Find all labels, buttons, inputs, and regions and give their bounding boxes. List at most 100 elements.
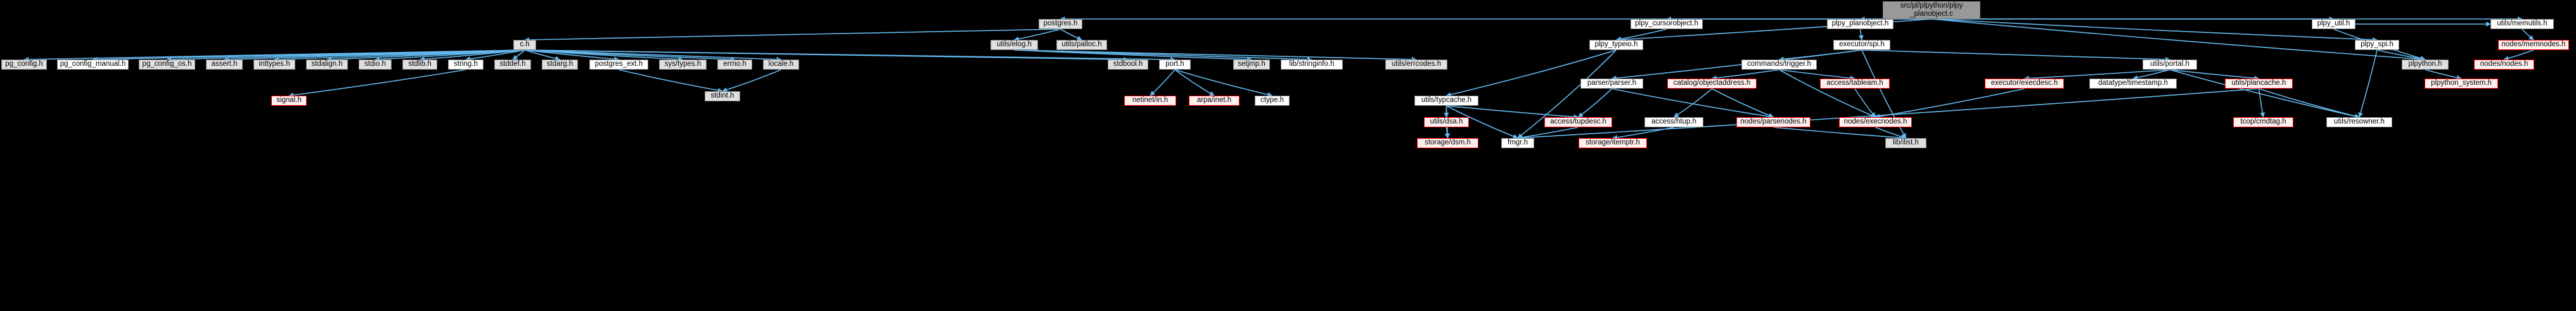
graph-node[interactable]: stdint.h bbox=[705, 91, 740, 101]
graph-edge bbox=[1875, 127, 1907, 139]
graph-node[interactable]: plpy_typeio.h bbox=[1589, 40, 1643, 50]
graph-edge bbox=[524, 49, 684, 62]
graph-edge bbox=[465, 49, 525, 61]
graph-node[interactable]: lib/ilist.h bbox=[1885, 138, 1926, 148]
graph-node[interactable]: setjmp.h bbox=[1233, 60, 1270, 70]
graph-node[interactable]: utils/elog.h bbox=[990, 40, 1038, 50]
graph-node[interactable]: fmgr.h bbox=[1501, 138, 1534, 148]
graph-node[interactable]: signal.h bbox=[271, 96, 307, 106]
graph-node[interactable]: catalog/objectaddress.h bbox=[1667, 79, 1757, 89]
graph-node[interactable]: datatype/timestamp.h bbox=[2089, 79, 2177, 89]
graph-edge bbox=[1854, 88, 1876, 118]
graph-node[interactable]: nodes/nodes.h bbox=[2474, 60, 2534, 70]
graph-edge bbox=[524, 49, 1176, 62]
graph-edge bbox=[1612, 88, 1774, 119]
graph-edge bbox=[1445, 49, 1617, 98]
graph-node[interactable]: assert.h bbox=[206, 60, 243, 70]
graph-node[interactable]: utils/memutils.h bbox=[2490, 19, 2554, 29]
graph-node[interactable]: arpa/inet.h bbox=[1189, 96, 1240, 106]
graph-edge bbox=[1013, 29, 1061, 42]
graph-node[interactable]: utils/plancache.h bbox=[2225, 79, 2293, 89]
graph-edge bbox=[2425, 69, 2462, 80]
graph-edge bbox=[1778, 49, 1862, 62]
graph-edge bbox=[1673, 88, 1713, 118]
graph-node[interactable]: plpython.h bbox=[2402, 60, 2449, 70]
graph-node[interactable]: port.h bbox=[1159, 60, 1191, 70]
graph-edge bbox=[524, 29, 1061, 42]
graph-edge bbox=[419, 49, 525, 62]
graph-node[interactable]: pg_config_manual.h bbox=[57, 60, 129, 70]
graph-edge bbox=[722, 69, 781, 92]
graph-edge bbox=[166, 49, 525, 62]
graph-node[interactable]: utils/portal.h bbox=[2143, 60, 2197, 70]
graph-edge bbox=[2258, 88, 2265, 118]
graph-node[interactable]: commands/trigger.h bbox=[1741, 60, 1817, 70]
graph-node[interactable]: utils/errcodes.h bbox=[1385, 60, 1447, 70]
graph-edge bbox=[1858, 29, 1864, 41]
graph-edge bbox=[1779, 69, 1876, 118]
graph-edge bbox=[524, 49, 561, 61]
graph-edge bbox=[1611, 49, 1862, 81]
graph-node[interactable]: tcop/cmdtag.h bbox=[2233, 117, 2293, 127]
graph-edge bbox=[92, 49, 525, 62]
graph-node[interactable]: utils/resowner.h bbox=[2326, 117, 2392, 127]
graph-edge bbox=[1014, 49, 1252, 62]
graph-node[interactable]: pg_config_os.h bbox=[139, 60, 195, 70]
graph-node[interactable]: parser/parser.h bbox=[1580, 79, 1643, 89]
graph-node[interactable]: plpy_planobject.h bbox=[1827, 19, 1894, 29]
graph-node[interactable]: access/tupdesc.h bbox=[1544, 117, 1612, 127]
graph-node[interactable]: nodes/memnodes.h bbox=[2498, 40, 2569, 50]
graph-node[interactable]: stdarg.h bbox=[542, 60, 578, 70]
graph-edge bbox=[375, 49, 525, 62]
graph-node[interactable]: stddef.h bbox=[494, 60, 531, 70]
graph-node[interactable]: utils/palloc.h bbox=[1056, 40, 1107, 50]
graph-node[interactable]: postgres_ext.h bbox=[589, 60, 648, 70]
graph-node[interactable]: utils/dsa.h bbox=[1424, 117, 1469, 127]
graph-node[interactable]: stdalign.h bbox=[306, 60, 348, 70]
graph-node[interactable]: access/tableam.h bbox=[1820, 79, 1890, 89]
graph-edge bbox=[1444, 127, 1450, 139]
graph-edge bbox=[1615, 29, 1667, 42]
graph-edge bbox=[618, 69, 723, 93]
graph-node[interactable]: plpy_spi.h bbox=[2355, 40, 2399, 50]
graph-node[interactable]: executor/spi.h bbox=[1833, 40, 1890, 50]
graph-node[interactable]: storage/itemptr.h bbox=[1579, 138, 1647, 148]
graph-edge bbox=[2503, 49, 2534, 61]
graph-node[interactable]: stdio.h bbox=[359, 60, 392, 70]
graph-node[interactable]: plpy_util.h bbox=[2312, 19, 2355, 29]
graph-node[interactable]: nodes/parsenodes.h bbox=[1736, 117, 1810, 127]
graph-edge bbox=[1150, 69, 1176, 96]
graph-edge bbox=[524, 49, 1129, 62]
graph-node[interactable]: access/htup.h bbox=[1644, 117, 1703, 127]
graph-node[interactable]: sys/types.h bbox=[659, 60, 707, 70]
graph-node[interactable]: string.h bbox=[448, 60, 484, 70]
graph-edge bbox=[1577, 88, 1613, 118]
graph-node[interactable]: executor/execdesc.h bbox=[1985, 79, 2064, 89]
graph-node[interactable]: ctype.h bbox=[1255, 96, 1290, 106]
graph-node[interactable]: nodes/execnodes.h bbox=[1839, 117, 1912, 127]
graph-node[interactable]: utils/typcache.h bbox=[1414, 96, 1478, 106]
graph-node[interactable]: errno.h bbox=[717, 60, 752, 70]
graph-node[interactable]: postgres.h bbox=[1039, 19, 1082, 29]
graph-node[interactable]: plpython_system.h bbox=[2425, 79, 2498, 89]
graph-edge bbox=[1014, 49, 1417, 62]
graph-node[interactable]: stdlib.h bbox=[402, 60, 437, 70]
graph-edge bbox=[1517, 88, 2259, 141]
graph-root-node[interactable]: src/pl/plpython/plpy _planobject.c bbox=[1883, 1, 1980, 19]
graph-node[interactable]: stdbool.h bbox=[1108, 60, 1148, 70]
graph-node[interactable]: netinet/in.h bbox=[1124, 96, 1176, 106]
graph-node[interactable]: c.h bbox=[513, 40, 536, 50]
graph-edge bbox=[1174, 69, 1273, 98]
graph-edge bbox=[1861, 49, 2170, 62]
graph-edge bbox=[2522, 29, 2534, 41]
graph-node[interactable]: lib/stringinfo.h bbox=[1281, 60, 1343, 70]
graph-node[interactable]: pg_config.h bbox=[1, 60, 47, 70]
graph-node[interactable]: storage/dsm.h bbox=[1417, 138, 1478, 148]
graph-node[interactable]: plpy_cursorobject.h bbox=[1631, 19, 1703, 29]
graph-edge bbox=[1446, 105, 1579, 120]
graph-edge bbox=[1711, 69, 1779, 81]
graph-edge bbox=[2023, 69, 2170, 81]
graph-node[interactable]: locale.h bbox=[763, 60, 799, 70]
graph-node[interactable]: inttypes.h bbox=[253, 60, 295, 70]
